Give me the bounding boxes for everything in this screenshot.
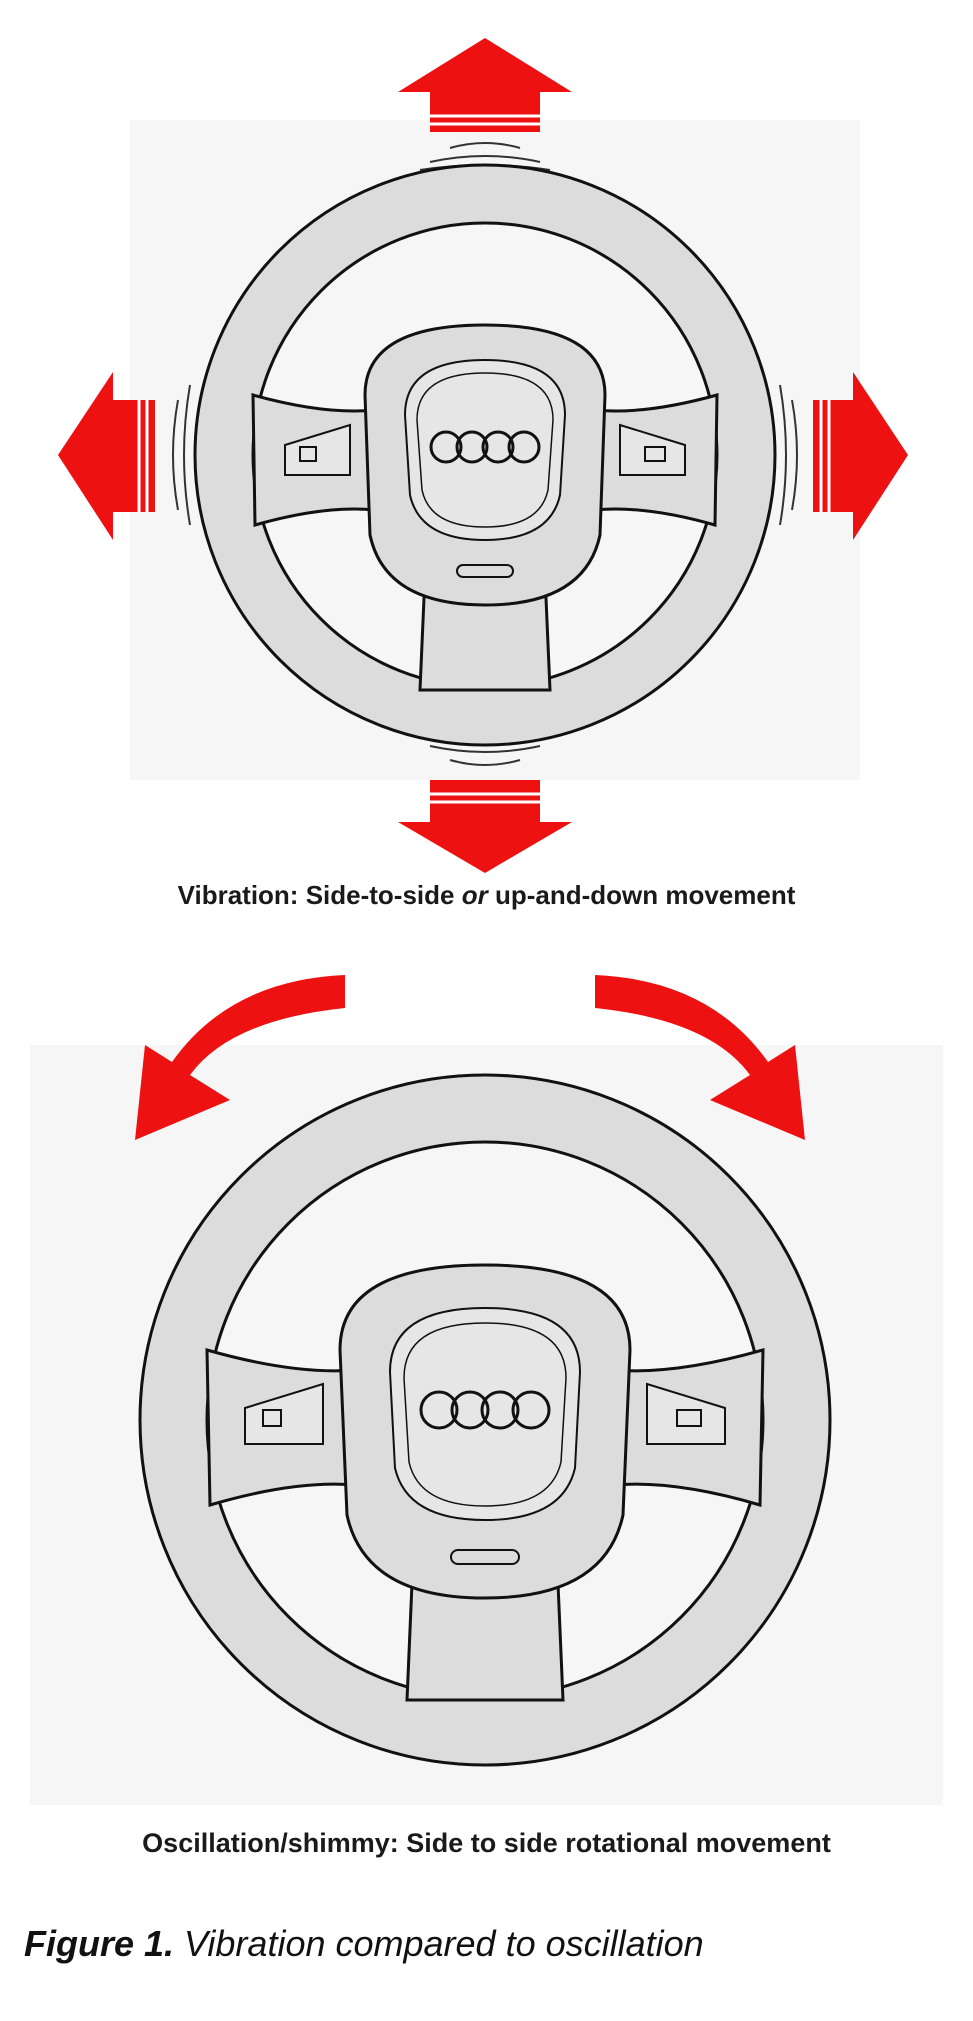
phone-icon bbox=[262, 1409, 282, 1427]
square-button-icon bbox=[676, 1409, 702, 1427]
figure-caption: Figure 1. Vibration compared to oscillat… bbox=[24, 1923, 704, 1965]
oscillation-caption: Oscillation/shimmy: Side to side rotatio… bbox=[142, 1828, 831, 1858]
audi-rings-logo bbox=[429, 430, 541, 464]
square-button-icon bbox=[644, 446, 666, 462]
arrow-rotate-right bbox=[595, 975, 805, 1140]
audi-rings-logo bbox=[419, 1390, 551, 1430]
arrow-rotate-left bbox=[135, 975, 345, 1140]
steering-wheel-oscillation bbox=[138, 1073, 832, 1767]
arrow-left bbox=[58, 372, 155, 540]
phone-icon bbox=[299, 446, 317, 462]
vibration-diagram bbox=[58, 38, 908, 873]
arrow-up bbox=[398, 38, 572, 132]
vibration-caption: Vibration: Side-to-side or up-and-down m… bbox=[177, 880, 796, 910]
figure-label: Figure 1. bbox=[24, 1923, 175, 1964]
arrow-right bbox=[813, 372, 908, 540]
oscillation-diagram bbox=[135, 975, 832, 1767]
figure-title: Vibration compared to oscillation bbox=[184, 1923, 704, 1964]
steering-wheel-vibration bbox=[193, 163, 777, 747]
